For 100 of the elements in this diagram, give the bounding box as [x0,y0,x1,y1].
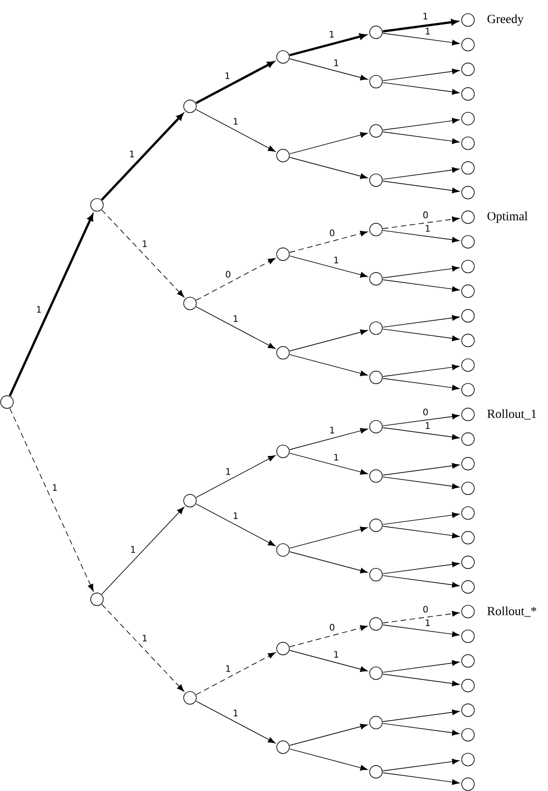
arrow [382,660,460,673]
arrow [382,19,458,33]
arrow [101,604,184,692]
edge-label: 1 [224,72,231,80]
tree-node [461,136,475,150]
tree-node [461,482,475,495]
arrow [382,32,460,46]
tree-node [369,174,383,187]
arrow [382,674,460,686]
edge-label: 1 [332,256,340,264]
tree-node [461,752,475,766]
arrow [382,772,460,785]
edge-label: 0 [422,605,429,614]
arrow [382,82,460,95]
tree-node [183,494,197,508]
arrow [382,132,460,144]
tree-node [0,395,14,409]
leaf-label: Optimal [488,212,528,223]
arrow [289,34,366,56]
tree-node [369,272,383,286]
arrow [196,455,276,498]
tree-node [369,74,383,88]
arrow [289,452,368,475]
arrow [382,562,460,574]
tree-node [276,148,290,162]
arrow [289,132,368,154]
tree-node [461,432,475,446]
arrow [382,709,460,722]
edge-label: 0 [328,229,336,237]
tree-node [369,617,383,631]
edge-label: 1 [224,664,232,672]
tree-node [461,704,475,717]
edge-label: 1 [424,619,431,627]
arrow [196,109,276,152]
tree-node [461,309,475,322]
edge-label: 1 [232,709,239,717]
tree-node [276,50,290,64]
tree-node [461,235,475,248]
edge-label: 1 [128,150,136,158]
edge-label: 1 [424,422,431,430]
arrow [289,256,368,278]
arrow [289,625,368,648]
edge-label: 0 [328,623,336,632]
tree-node [369,26,383,39]
arrow [382,364,460,377]
edge-label: 1 [51,484,58,492]
arrow [289,329,368,352]
tree-node [369,518,383,532]
arrow [196,306,276,349]
arrow [196,258,276,301]
tree-node [461,87,475,101]
edge-label: 1 [232,314,239,322]
tree-node [90,592,104,606]
arrow [196,504,276,546]
tree-node [461,506,475,520]
tree-node [369,222,383,236]
tree-node [369,469,383,483]
tree-node [461,62,475,76]
edge-label: 1 [130,546,136,554]
arrow [289,157,368,179]
tree-node [276,642,290,656]
tree-node [461,630,475,643]
arrow [382,758,460,772]
edge-label: 1 [141,240,148,248]
arrow [289,724,368,746]
arrow [382,462,460,476]
tree-node [461,112,475,126]
edge-label: 1 [328,30,336,38]
arrow [289,748,368,771]
arrow [382,414,460,426]
arrow [382,315,460,328]
tree-node [461,678,475,692]
arrow [289,428,368,450]
arrow [382,427,460,440]
tree-node [461,260,475,274]
arrow [289,354,368,376]
tree-node [461,531,475,544]
tree-node [461,38,475,52]
edge-label: 1 [422,12,429,20]
arrow [382,610,460,624]
arrow [382,279,460,292]
tree-node [461,284,475,298]
arrow [382,266,460,278]
arrow [382,118,460,130]
tree-node [461,383,475,396]
arrow [196,652,276,695]
arrow [382,723,460,736]
arrow [382,476,460,490]
tree-node [461,556,475,569]
tree-node [461,457,475,470]
arrow [101,506,184,595]
edge-label: 1 [332,59,340,67]
edge-label: 1 [224,468,232,476]
edge-label: 1 [232,512,239,520]
edge-label: 1 [141,634,148,642]
edge-label: 1 [36,306,42,314]
edge-label: 1 [332,650,340,658]
tree-node [461,580,475,594]
edge-label: 0 [422,408,429,416]
tree-node [369,716,383,730]
